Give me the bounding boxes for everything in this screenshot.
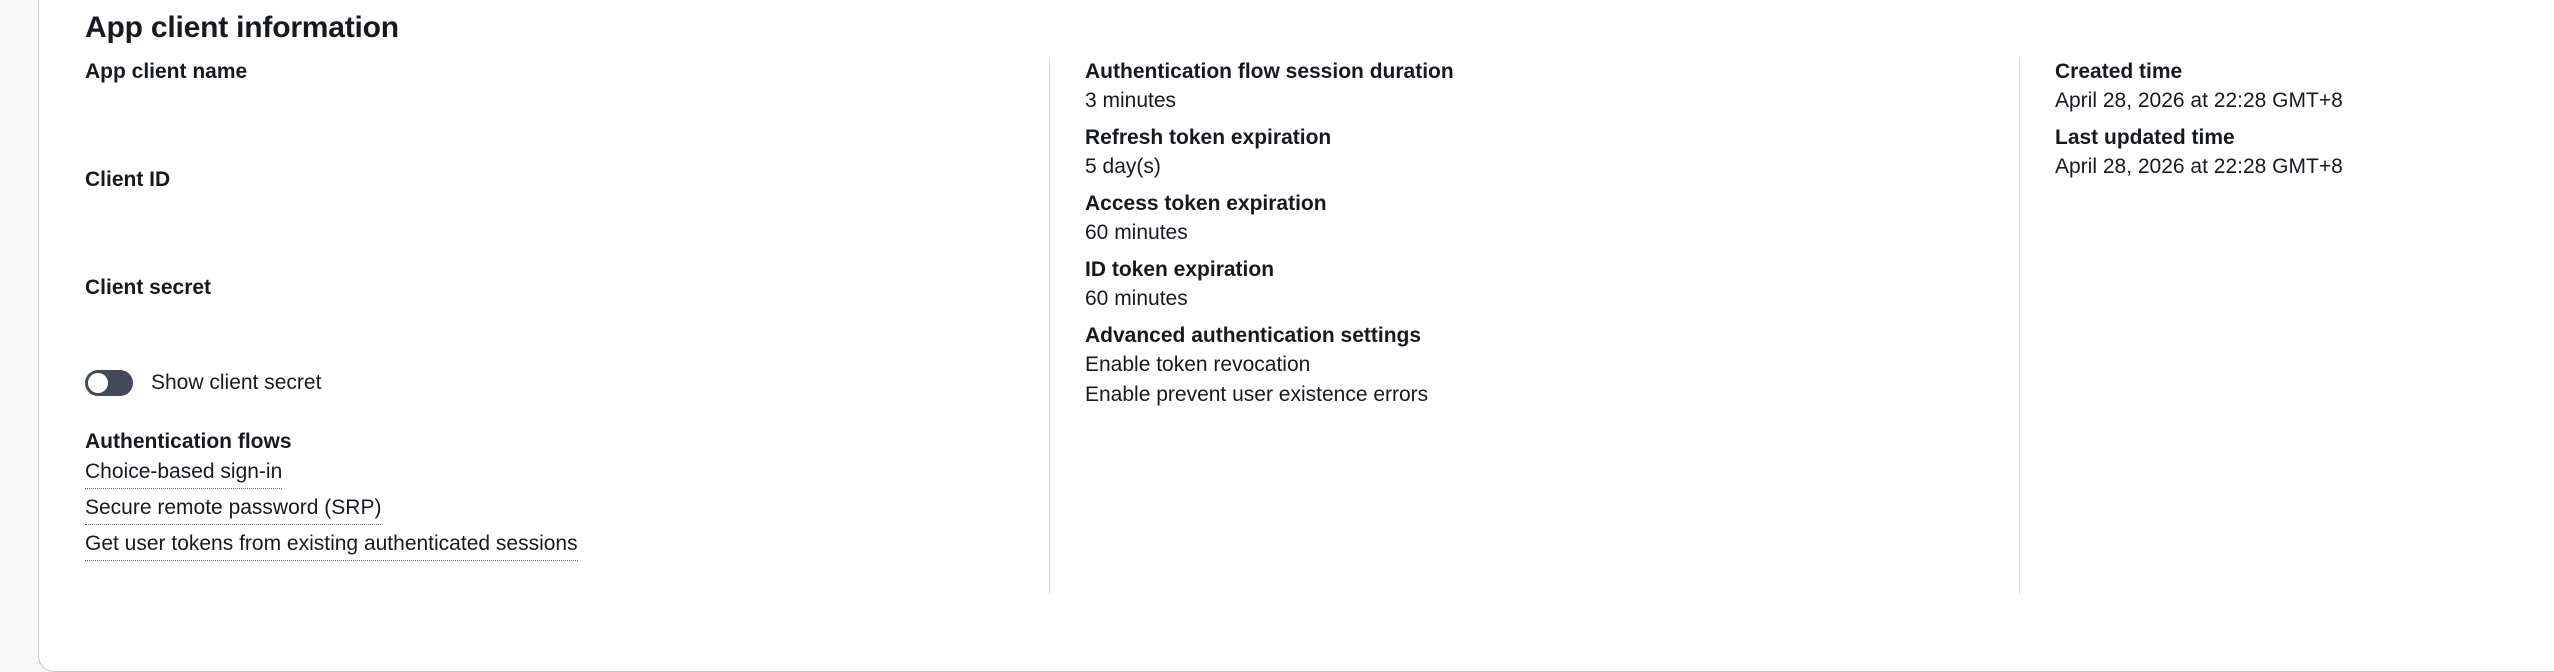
column-right: Created time April 28, 2026 at 22:28 GMT… (2019, 58, 2554, 623)
field-last-updated-time: Last updated time April 28, 2026 at 22:2… (2055, 124, 2554, 182)
field-value: 5 day(s) (1085, 155, 1161, 178)
auth-flow-link-secure-remote-password[interactable]: Secure remote password (SRP) (85, 493, 382, 525)
column-middle: Authentication flow session duration 3 m… (1049, 58, 1969, 623)
field-value: 60 minutes (1085, 221, 1188, 244)
field-label: Advanced authentication settings (1085, 324, 1422, 347)
column-left: App client name Client ID Client secret (85, 58, 1005, 623)
auth-flow-item: Get user tokens from existing authentica… (85, 528, 1005, 564)
field-value: April 28, 2026 at 22:28 GMT+8 (2055, 89, 2343, 112)
field-label: ID token expiration (1085, 258, 1275, 281)
toggle-label: Show client secret (151, 371, 322, 394)
toggle-track[interactable] (85, 370, 133, 396)
field-auth-flow-session-duration: Authentication flow session duration 3 m… (1085, 58, 1969, 116)
field-label: App client name (85, 60, 248, 83)
toggle-knob (88, 373, 108, 393)
advanced-setting-item: Enable prevent user existence errors (1085, 383, 1429, 406)
column-divider-2 (2019, 58, 2020, 594)
field-label: Authentication flows (85, 430, 292, 453)
app-client-information-page: App client information App client name C… (38, 0, 2554, 672)
field-label: Client ID (85, 168, 171, 191)
field-client-id: Client ID (85, 166, 1005, 224)
show-client-secret-toggle[interactable]: Show client secret (85, 370, 321, 396)
field-value: 60 minutes (1085, 287, 1188, 310)
field-label: Refresh token expiration (1085, 126, 1332, 149)
app-client-information-card: App client information App client name C… (38, 0, 2554, 672)
auth-flow-item: Choice-based sign-in (85, 456, 1005, 492)
field-label: Last updated time (2055, 126, 2235, 149)
field-value (85, 302, 1005, 332)
field-access-token-expiration: Access token expiration 60 minutes (1085, 190, 1969, 248)
field-label: Authentication flow session duration (1085, 60, 1454, 83)
auth-flow-link-choice-based-sign-in[interactable]: Choice-based sign-in (85, 457, 283, 489)
details-columns: App client name Client ID Client secret (39, 58, 2554, 623)
field-label: Client secret (85, 276, 212, 299)
field-value: 3 minutes (1085, 89, 1177, 112)
field-id-token-expiration: ID token expiration 60 minutes (1085, 256, 1969, 314)
field-authentication-flows: Authentication flows Choice-based sign-i… (85, 428, 1005, 564)
auth-flow-item: Secure remote password (SRP) (85, 492, 1005, 528)
advanced-setting-item: Enable token revocation (1085, 353, 1311, 376)
field-label: Access token expiration (1085, 192, 1327, 215)
field-value (85, 194, 1005, 224)
page-title: App client information (85, 11, 399, 44)
field-refresh-token-expiration: Refresh token expiration 5 day(s) (1085, 124, 1969, 182)
field-client-secret: Client secret (85, 274, 1005, 332)
column-divider-1 (1049, 58, 1050, 594)
field-created-time: Created time April 28, 2026 at 22:28 GMT… (2055, 58, 2554, 116)
field-label: Created time (2055, 60, 2183, 83)
field-app-client-name: App client name (85, 58, 1005, 116)
field-value (85, 86, 1005, 116)
field-value: April 28, 2026 at 22:28 GMT+8 (2055, 155, 2343, 178)
field-advanced-authentication-settings: Advanced authentication settings Enable … (1085, 322, 1969, 410)
auth-flow-link-get-user-tokens[interactable]: Get user tokens from existing authentica… (85, 529, 578, 561)
